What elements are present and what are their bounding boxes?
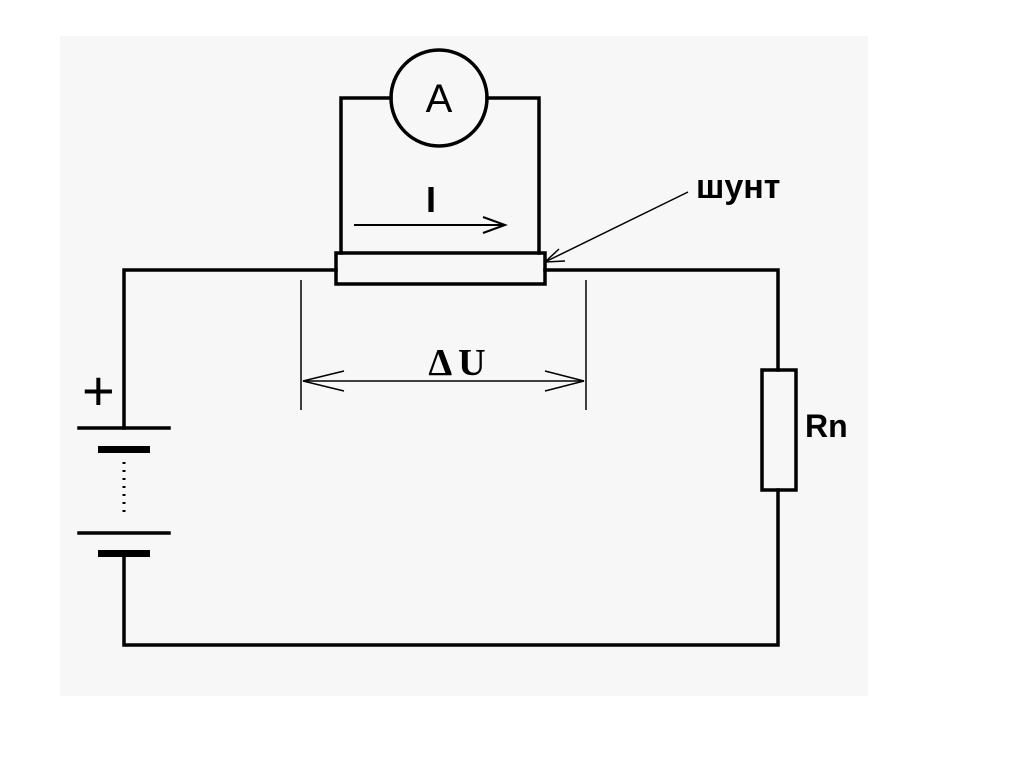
battery: + [77,359,171,557]
top-right-wire [543,268,780,372]
voltage-arrow-left [302,370,345,392]
background-panel [60,36,868,696]
current-arrow: I [354,179,508,234]
shunt-resistor [334,251,547,286]
battery-plate-short-bottom [98,550,150,557]
ammeter-label: A [426,77,453,121]
battery-plate-short-top [98,446,150,453]
load-resistor-label: Rn [805,408,848,444]
main-wires [122,268,780,647]
ammeter-symbol [389,48,489,148]
voltage-drop-label: ΔU [428,342,491,384]
shunt-pointer-head [542,248,566,263]
battery-plus-label: + [82,359,115,422]
shunt-label: шунт [696,168,780,206]
shunt-pointer-line [544,191,689,263]
current-label: I [426,179,436,220]
ammeter-right-wire [485,96,541,255]
ammeter-left-wire [339,96,393,255]
voltage-arrow-right [544,370,585,392]
bottom-right-wire [122,488,780,647]
load-resistor: Rn [760,368,848,492]
voltage-drop-dimension: ΔU [300,280,587,410]
shunt-pointer: шунт [542,168,780,263]
load-resistor-body [760,368,798,492]
ammeter-branch: A [339,48,541,255]
top-left-wire [122,268,338,430]
current-arrow-head [482,216,508,234]
